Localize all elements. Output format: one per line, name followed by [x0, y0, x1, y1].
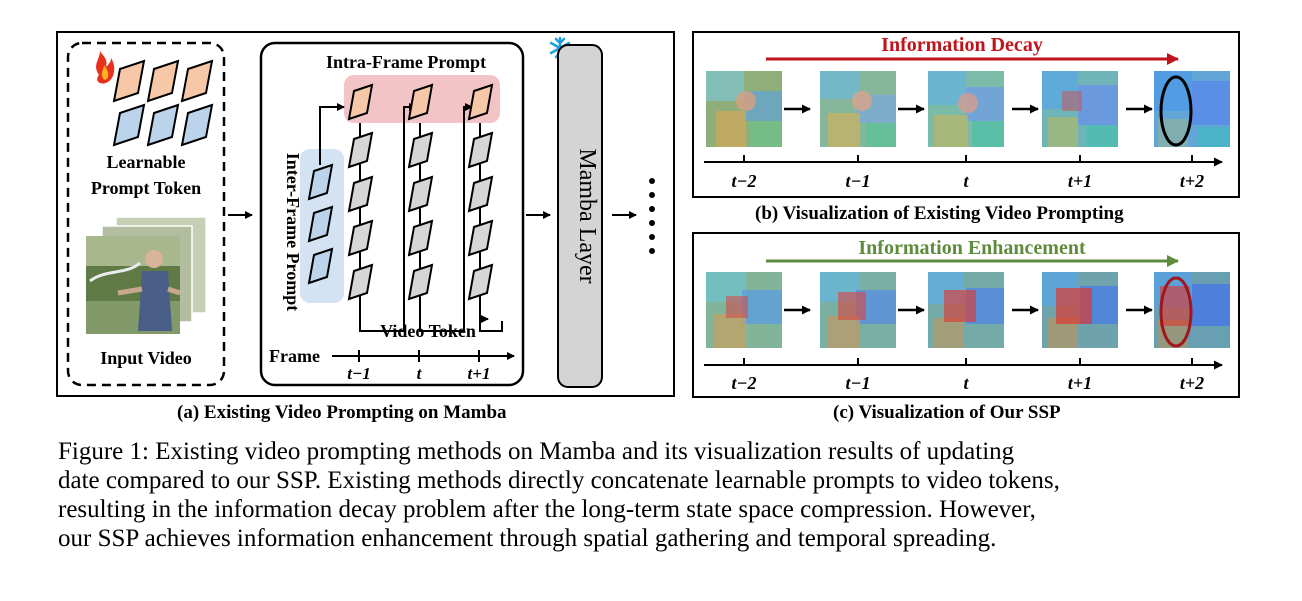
learnable-prompt-tokens: [112, 59, 214, 147]
input-video-label: Input Video: [100, 348, 192, 368]
time-tick-label: t−1: [846, 171, 871, 191]
heatmap-thumbnail: [928, 272, 1004, 348]
prompt-token-orange: [112, 59, 146, 103]
prompt-token-orange: [146, 59, 180, 103]
time-tick-label: t+2: [1180, 171, 1204, 191]
frame-label: Frame: [269, 346, 320, 366]
inter-frame-label: Inter-Frame Prompt: [283, 153, 303, 311]
time-tick-label: t+1: [1068, 171, 1092, 191]
heatmap-thumbnail: [1042, 272, 1118, 348]
prompt-token-blue: [146, 103, 180, 147]
heatmap-thumbnail: [1154, 272, 1230, 348]
ellipsis-dots: [649, 178, 655, 254]
frame-tick-label: t+1: [468, 364, 491, 383]
panel-c-diagram: Information Enhancement t−2 t−1 t t+1 t+…: [704, 237, 1223, 393]
heatmap-thumbnail: [1042, 71, 1118, 147]
panel-c-caption: (c) Visualization of Our SSP: [833, 402, 1061, 423]
prompt-token-blue: [180, 103, 214, 147]
caption-line: our SSP achieves information enhancement…: [58, 525, 997, 552]
time-tick-label: t: [963, 373, 969, 393]
caption-line: Figure 1: Existing video prompting metho…: [58, 438, 1015, 465]
learnable-label-1: Learnable: [107, 152, 186, 172]
input-dashed-box: [66, 41, 226, 387]
time-tick-label: t−1: [846, 373, 871, 393]
panel-a-caption: (a) Existing Video Prompting on Mamba: [177, 402, 507, 423]
mamba-layer-label: Mamba Layer: [574, 148, 600, 283]
fire-icon: [96, 51, 115, 84]
panel-b-diagram: Information Decay t−2 t−1 t t+1 t+2: [704, 34, 1223, 191]
panel-b-caption: (b) Visualization of Existing Video Prom…: [755, 203, 1124, 224]
heatmap-thumbnail: [820, 71, 896, 147]
input-video-frames: [86, 216, 207, 334]
panel-a-diagram: Learnable Prompt Token Input Video Intra…: [66, 36, 655, 388]
time-tick-label: t−2: [732, 373, 757, 393]
info-enhancement-label: Information Enhancement: [858, 237, 1086, 259]
time-tick-label: t: [963, 171, 969, 191]
inter-frame-tokens: [307, 163, 334, 285]
video-token-label: Video Token: [380, 321, 476, 341]
figure-caption: Figure 1: Existing video prompting metho…: [58, 437, 1248, 553]
prompt-token-blue: [112, 103, 146, 147]
video-frame-image: [86, 236, 181, 334]
heatmap-thumbnail: [1154, 71, 1230, 147]
frame-tick-label: t−1: [347, 364, 371, 383]
video-tokens: [347, 131, 494, 301]
heatmap-thumbnail: [928, 71, 1004, 147]
caption-line: date compared to our SSP. Existing metho…: [58, 467, 1060, 494]
intra-frame-label: Intra-Frame Prompt: [326, 52, 486, 72]
mamba-layer: [557, 44, 603, 388]
time-tick-label: t+1: [1068, 373, 1092, 393]
heatmap-thumbnail: [706, 71, 782, 147]
learnable-label-2: Prompt Token: [91, 178, 201, 198]
heatmap-thumbnail: [706, 272, 782, 348]
info-decay-label: Information Decay: [881, 34, 1043, 56]
attention-ellipse: [1159, 75, 1193, 147]
time-tick-label: t−2: [732, 171, 757, 191]
prompting-box: [259, 41, 525, 387]
attention-ellipse: [1159, 276, 1193, 348]
prompt-token-orange: [180, 59, 214, 103]
caption-line: resulting in the information decay probl…: [58, 496, 1036, 523]
time-tick-label: t+2: [1180, 373, 1204, 393]
heatmap-thumbnail: [820, 272, 896, 348]
intra-frame-tokens: [347, 83, 494, 121]
frame-tick-label: t: [417, 364, 423, 383]
